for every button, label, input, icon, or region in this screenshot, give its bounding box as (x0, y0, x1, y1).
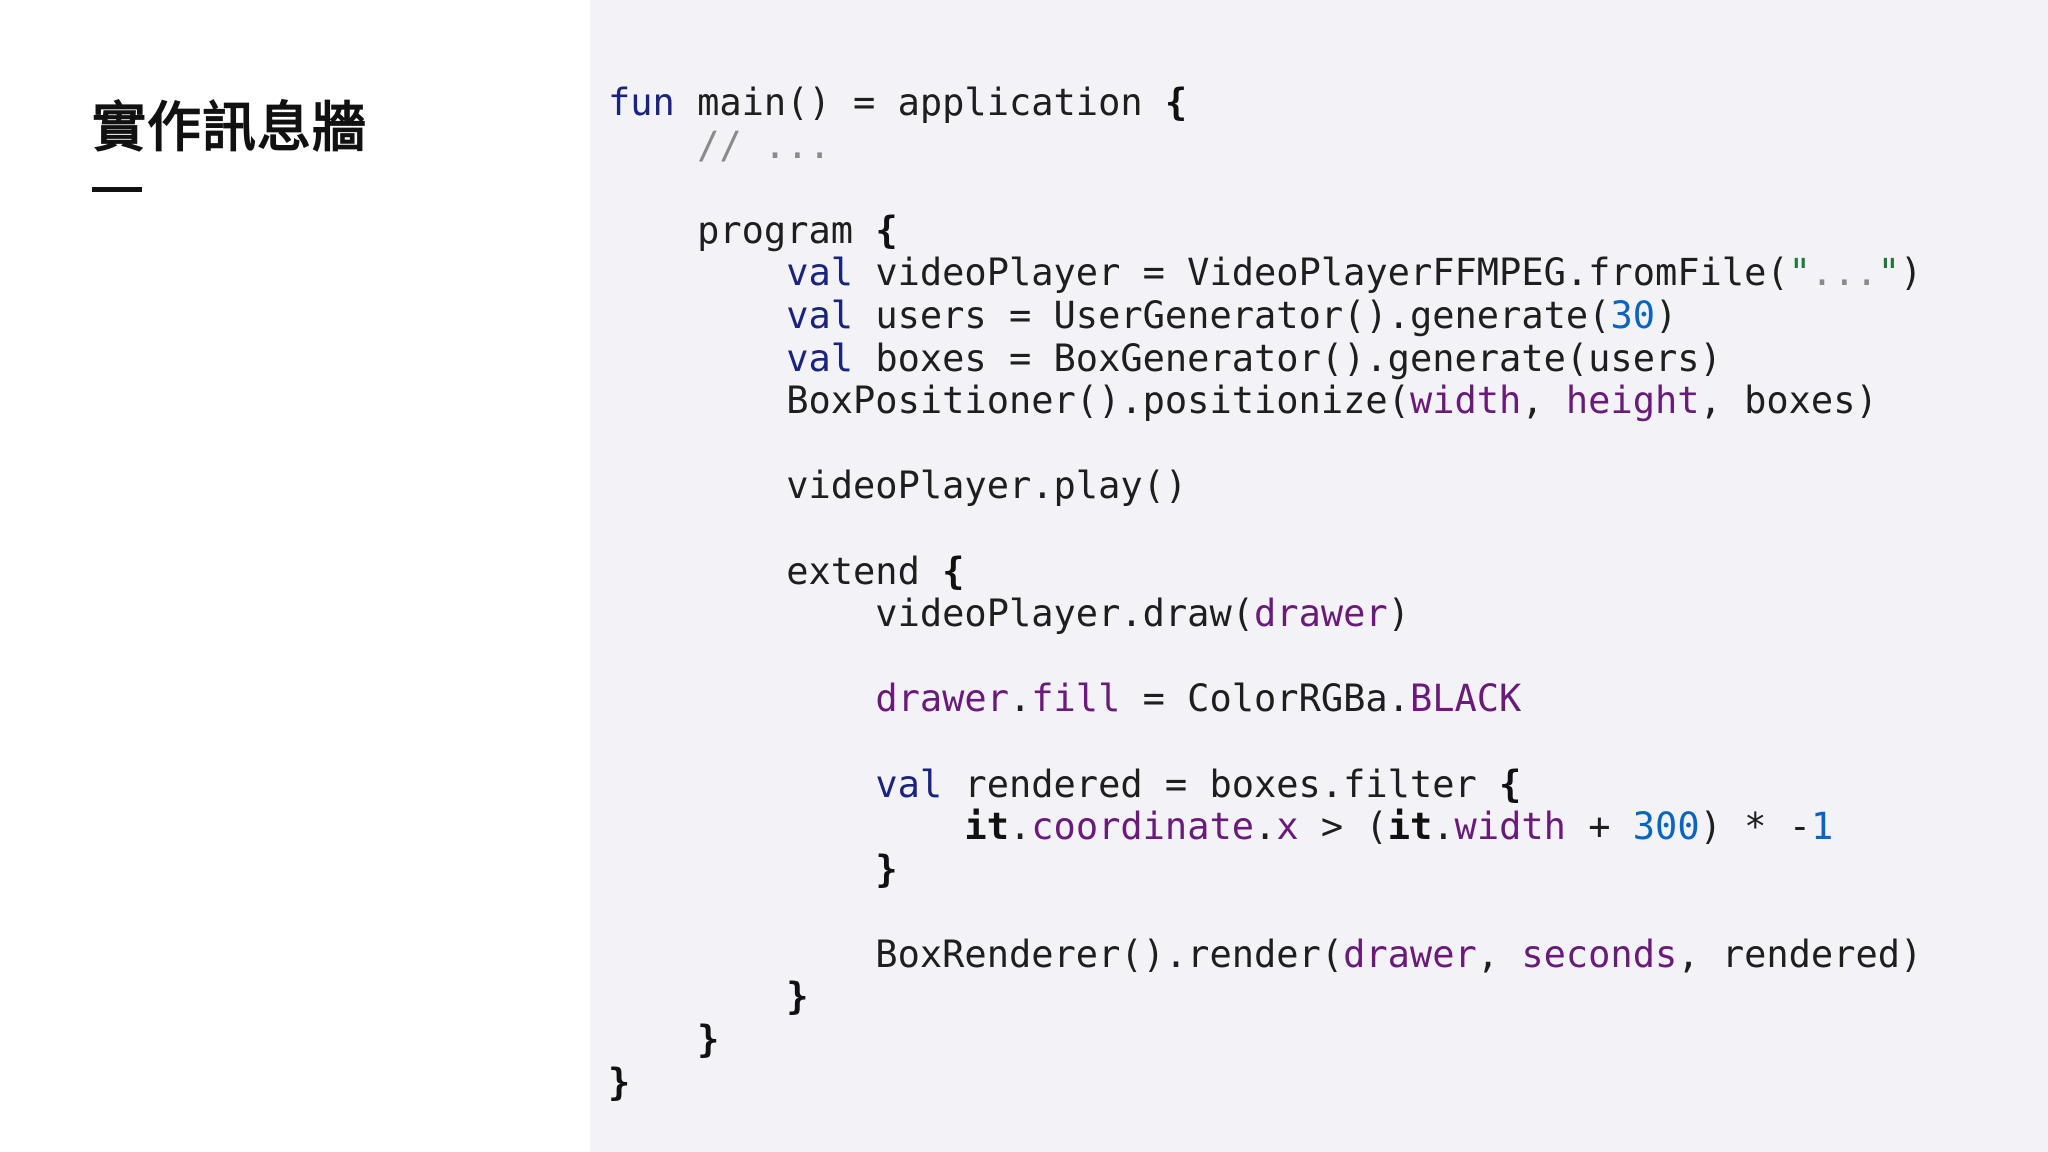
code-token: program (608, 208, 876, 252)
code-token: 300 (1632, 805, 1700, 849)
code-token: . (1432, 805, 1455, 849)
code-token: x (1276, 805, 1299, 849)
code-token (608, 124, 697, 167)
code-token: it (1387, 805, 1433, 849)
code-token (608, 1018, 697, 1061)
code-line: // ... (608, 123, 1922, 168)
code-token: // ... (697, 123, 831, 167)
code-token: BoxRenderer().render( (608, 932, 1344, 976)
code-token: . (1008, 805, 1032, 849)
code-token: extend (608, 549, 943, 593)
code-line: drawer.fill = ColorRGBa.BLACK (608, 678, 1922, 721)
code-token: , boxes) (1699, 379, 1878, 423)
code-line (608, 721, 1922, 764)
code-line: extend { (608, 549, 1922, 594)
title-underline (92, 187, 142, 192)
code-token (608, 805, 964, 848)
code-line: BoxRenderer().render(drawer, seconds, re… (608, 932, 1923, 977)
code-token (608, 294, 786, 337)
code-token: ) (1387, 592, 1410, 636)
code-token: val (875, 762, 943, 806)
code-token: 1 (1810, 805, 1834, 849)
code-token: . (1254, 805, 1277, 849)
code-token: > ( (1298, 805, 1388, 849)
code-token: " (1788, 251, 1811, 295)
code-line: val rendered = boxes.filter { (608, 762, 1922, 807)
code-line: val users = UserGenerator().generate(30) (608, 293, 1922, 338)
code-token: } (697, 1018, 720, 1062)
code-token: val (786, 293, 854, 337)
code-token: boxes = BoxGenerator().generate(users) (853, 336, 1722, 380)
code-line: fun main() = application { (608, 81, 1922, 125)
code-token: fun (608, 81, 675, 124)
code-line: } (608, 1018, 1922, 1062)
code-line: } (608, 976, 1922, 1019)
code-line: videoPlayer.draw(drawer) (608, 592, 1922, 636)
slide-title: 實作訊息牆 (92, 96, 367, 159)
code-line: videoPlayer.play() (608, 465, 1922, 508)
code-line: } (608, 847, 1922, 892)
code-token (608, 763, 875, 806)
code-token: " (1877, 251, 1901, 295)
code-token (608, 251, 786, 294)
code-token: it (964, 805, 1009, 849)
code-line: } (608, 1060, 1922, 1105)
code-token: drawer (1254, 592, 1388, 636)
code-token: coordinate (1031, 805, 1255, 849)
code-token: . (1008, 677, 1032, 721)
code-token (608, 677, 875, 720)
code-line: val boxes = BoxGenerator().generate(user… (608, 336, 1922, 381)
code-token: fill (1031, 677, 1121, 721)
code-token: drawer (875, 677, 1009, 721)
code-token: width (1409, 379, 1522, 423)
code-token: BLACK (1409, 677, 1522, 721)
code-token: } (875, 847, 898, 891)
code-token: { (1499, 762, 1522, 806)
code-token: } (786, 975, 809, 1019)
code-panel: fun main() = application { // ... progra… (590, 0, 2048, 1152)
code-line: val videoPlayer = VideoPlayerFFMPEG.from… (608, 252, 1922, 295)
code-token: ) (1655, 293, 1678, 337)
code-token: seconds (1521, 932, 1678, 976)
code-block: fun main() = application { // ... progra… (608, 81, 1923, 1105)
code-token (608, 337, 786, 380)
code-token: 30 (1610, 293, 1655, 337)
code-token: { (942, 549, 965, 593)
code-line: BoxPositioner().positionize(width, heigh… (608, 379, 1922, 423)
code-token: , (1476, 932, 1522, 976)
code-line (608, 508, 1922, 551)
code-line: program { (608, 208, 1922, 253)
code-token: BoxPositioner().positionize( (608, 379, 1410, 423)
code-token: ) (1900, 251, 1923, 295)
code-token: } (608, 1060, 631, 1104)
code-token (608, 975, 786, 1018)
code-token: videoPlayer.play() (608, 464, 1188, 508)
code-token: { (1164, 81, 1188, 124)
code-token: videoPlayer.draw( (608, 592, 1255, 636)
code-token: ... (1810, 251, 1878, 295)
code-token: + (1565, 805, 1633, 849)
code-token: users = UserGenerator().generate( (853, 293, 1611, 337)
code-line (608, 636, 1922, 679)
code-token: { (875, 208, 898, 252)
code-token: , rendered) (1677, 932, 1923, 976)
code-line (608, 167, 1922, 210)
code-token (608, 848, 875, 891)
code-token: = ColorRGBa. (1120, 677, 1410, 721)
code-token: , (1521, 379, 1566, 423)
code-line (608, 891, 1922, 934)
code-token: main() = application (674, 81, 1165, 124)
code-token: width (1454, 805, 1566, 849)
code-token: height (1565, 379, 1700, 423)
code-token: rendered = boxes.filter (942, 762, 1500, 806)
code-token: ) * - (1699, 805, 1811, 849)
code-line: it.coordinate.x > (it.width + 300) * -1 (608, 805, 1922, 849)
code-token: val (786, 251, 854, 295)
code-line (608, 423, 1922, 466)
code-token: val (786, 336, 854, 380)
code-token: videoPlayer = VideoPlayerFFMPEG.fromFile… (853, 251, 1789, 295)
code-token: drawer (1343, 932, 1477, 976)
